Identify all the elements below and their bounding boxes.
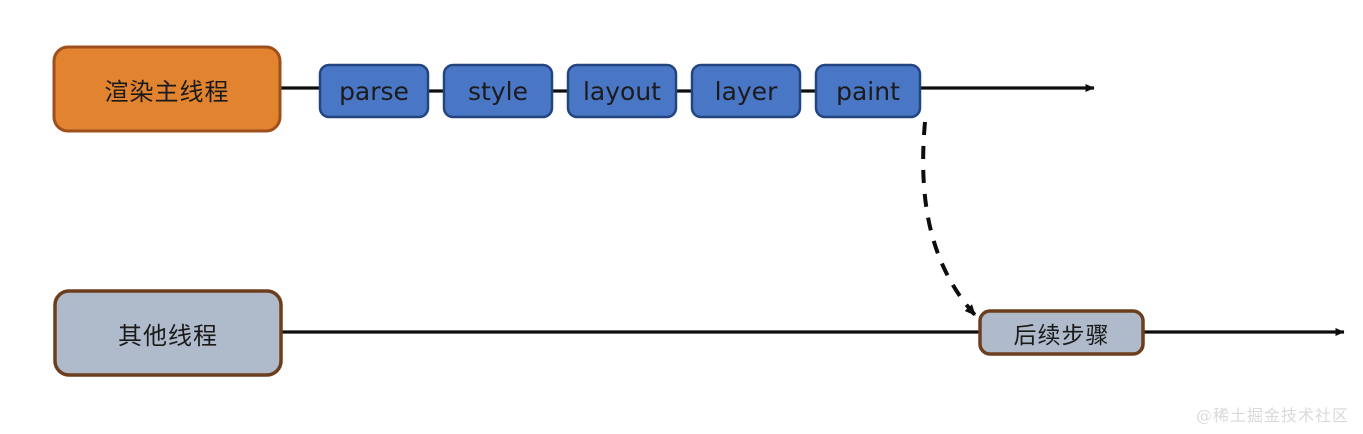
watermark: @稀土掘金技术社区 [1195,406,1349,425]
top-lane-connectors [280,84,1095,93]
node-step-style[interactable] [442,63,554,119]
node-other-thread[interactable] [53,289,283,377]
node-step-parse[interactable] [318,63,430,119]
connector-paint-to-next-steps-dashed [921,121,977,317]
node-step-layer[interactable] [690,63,802,119]
node-render-main-thread[interactable] [52,45,282,133]
node-step-layout[interactable] [566,63,678,119]
node-next-steps[interactable] [978,309,1145,356]
node-step-paint[interactable] [814,63,922,119]
